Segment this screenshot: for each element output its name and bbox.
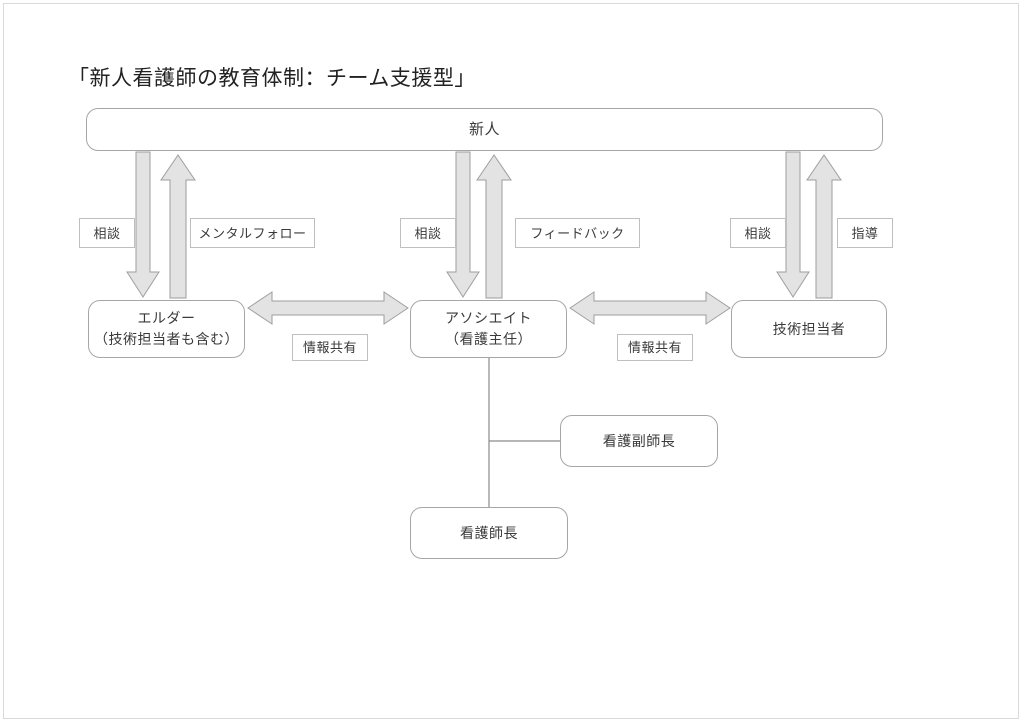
node-vice-head-nurse[interactable]: 看護副師長 xyxy=(560,415,718,467)
edge-label-feedback: フィードバック xyxy=(515,218,640,248)
node-elder-label-line2: （技術担当者も含む） xyxy=(94,331,239,347)
edge-label-guidance: 指導 xyxy=(837,218,893,248)
node-associate-label-line2: （看護主任） xyxy=(445,331,532,347)
node-technical-staff-label: 技術担当者 xyxy=(772,320,846,337)
edge-label-consult-middle: 相談 xyxy=(400,218,456,248)
page-title: 「新人看護師の教育体制：チーム支援型」 xyxy=(68,67,476,90)
edge-label-info-share-right: 情報共有 xyxy=(617,334,693,361)
arrow-up-guidance xyxy=(806,154,842,299)
node-elder-label-line1: エルダー xyxy=(137,310,196,326)
arrow-bidirectional-info-share-right xyxy=(569,291,731,325)
node-vice-head-nurse-label: 看護副師長 xyxy=(602,432,676,449)
node-associate-label-line1: アソシエイト xyxy=(445,310,532,326)
edge-label-info-share-left: 情報共有 xyxy=(292,334,368,361)
node-technical-staff[interactable]: 技術担当者 xyxy=(731,300,887,358)
node-associate[interactable]: アソシエイト （看護主任） xyxy=(410,300,567,358)
arrow-bidirectional-info-share-left xyxy=(247,291,409,325)
node-head-nurse-label: 看護師長 xyxy=(460,524,518,541)
node-elder[interactable]: エルダー （技術担当者も含む） xyxy=(88,300,245,358)
arrow-up-feedback xyxy=(476,154,512,299)
edge-label-consult-right: 相談 xyxy=(730,218,786,248)
node-head-nurse[interactable]: 看護師長 xyxy=(410,507,568,559)
node-newcomer-label: 新人 xyxy=(468,121,500,138)
edge-label-mental-follow: メンタルフォロー xyxy=(190,218,315,248)
node-newcomer[interactable]: 新人 xyxy=(86,108,883,151)
edge-label-consult-left: 相談 xyxy=(79,218,135,248)
